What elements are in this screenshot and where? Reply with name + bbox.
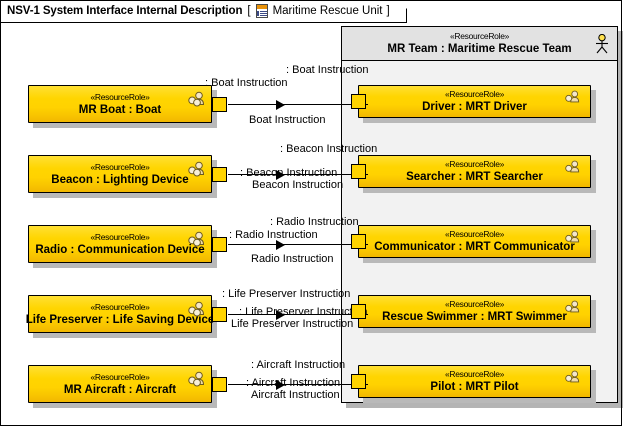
resource-role-icon <box>565 90 582 107</box>
port-beacon[interactable] <box>212 167 227 182</box>
part-beacon[interactable]: «ResourceRole» Beacon : Lighting Device <box>28 155 212 193</box>
connector-line-radio[interactable] <box>228 244 368 245</box>
part-stereotype: «ResourceRole» <box>90 161 150 172</box>
connector-label-aircraft-source: : Aircraft Instruction <box>246 377 341 389</box>
connector-arrow-aircraft <box>276 380 285 390</box>
port-pilot[interactable] <box>351 374 366 389</box>
part-name: Searcher : MRT Searcher <box>406 171 543 183</box>
resource-role-icon <box>188 371 205 388</box>
port-searcher[interactable] <box>351 164 366 179</box>
connector-label-life-preserver-name: Life Preserver Instruction <box>231 318 354 330</box>
resource-role-icon <box>565 230 582 247</box>
connector-arrow-radio <box>276 240 285 250</box>
port-life-preserver[interactable] <box>212 307 227 322</box>
resource-role-icon <box>188 301 205 318</box>
part-rescue-swimmer[interactable]: «ResourceRole» Rescue Swimmer : MRT Swim… <box>358 295 591 328</box>
report-document-icon <box>255 3 269 19</box>
connector-label-boat-target: : Boat Instruction <box>286 64 369 76</box>
part-name: Communicator : MRT Communicator <box>374 241 575 253</box>
part-stereotype: «ResourceRole» <box>90 301 150 312</box>
connector-label-radio-source: : Radio Instruction <box>229 229 318 241</box>
connector-label-radio-target: : Radio Instruction <box>270 216 359 228</box>
part-life-preserver[interactable]: «ResourceRole» Life Preserver : Life Sav… <box>25 295 215 333</box>
diagram-frame-header[interactable]: NSV-1 System Interface Internal Descript… <box>0 0 415 23</box>
team-container-header[interactable]: «ResourceRole» MR Team : Maritime Rescue… <box>341 26 618 61</box>
connector-label-radio-name: Radio Instruction <box>251 253 334 265</box>
connector-label-life-preserver-source: : Life Preserver Instruction <box>239 306 368 318</box>
connector-label-beacon-target: : Beacon Instruction <box>280 143 378 155</box>
port-radio[interactable] <box>212 237 227 252</box>
part-name: Life Preserver : Life Saving Device <box>25 313 215 326</box>
connector-arrow-beacon <box>276 170 285 180</box>
connector-label-beacon-name: Beacon Instruction <box>252 179 344 191</box>
part-stereotype: «ResourceRole» <box>444 369 505 379</box>
part-name: Pilot : MRT Pilot <box>430 381 519 393</box>
frame-subject: Maritime Rescue Unit <box>272 5 383 17</box>
resource-role-icon <box>565 370 582 387</box>
part-searcher[interactable]: «ResourceRole» Searcher : MRT Searcher <box>358 155 591 188</box>
part-name: MR Boat : Boat <box>78 103 162 116</box>
connector-arrow-life-preserver <box>276 310 285 320</box>
resource-role-icon <box>188 91 205 108</box>
part-name: Radio : Communication Device <box>35 243 205 256</box>
part-stereotype: «ResourceRole» <box>444 89 505 99</box>
port-driver[interactable] <box>351 94 366 109</box>
resource-role-icon <box>565 300 582 317</box>
team-name: MR Team : Maritime Rescue Team <box>387 43 572 55</box>
connector-label-boat-name: Boat Instruction <box>249 114 326 126</box>
connector-label-boat-source: : Boat Instruction <box>205 77 288 89</box>
connector-line-life-preserver[interactable] <box>228 314 368 315</box>
part-driver[interactable]: «ResourceRole» Driver : MRT Driver <box>358 85 591 118</box>
bracket-close: ] <box>386 5 390 17</box>
part-radio[interactable]: «ResourceRole» Radio : Communication Dev… <box>28 225 212 263</box>
part-name: Rescue Swimmer : MRT Swimmer <box>382 311 567 323</box>
connector-label-aircraft-target: : Aircraft Instruction <box>251 359 346 371</box>
connector-label-beacon-source: : Beacon Instruction <box>240 167 338 179</box>
connector-line-boat[interactable] <box>228 104 368 105</box>
part-stereotype: «ResourceRole» <box>444 299 505 309</box>
part-mr-aircraft[interactable]: «ResourceRole» MR Aircraft : Aircraft <box>28 365 212 403</box>
port-communicator[interactable] <box>351 234 366 249</box>
part-name: Driver : MRT Driver <box>422 101 527 113</box>
connector-line-aircraft[interactable] <box>228 384 368 385</box>
team-stereotype: «ResourceRole» <box>449 31 510 41</box>
bracket-open: [ <box>247 5 251 17</box>
part-name: MR Aircraft : Aircraft <box>63 383 177 396</box>
port-mr-boat[interactable] <box>212 97 227 112</box>
part-stereotype: «ResourceRole» <box>444 159 505 169</box>
connector-line-beacon[interactable] <box>228 174 368 175</box>
team-container[interactable] <box>341 26 618 403</box>
port-mr-aircraft[interactable] <box>212 377 227 392</box>
port-rescue-swimmer[interactable] <box>351 304 366 319</box>
part-stereotype: «ResourceRole» <box>90 91 150 102</box>
resource-role-icon <box>188 161 205 178</box>
resource-role-icon <box>565 160 582 177</box>
connector-label-aircraft-name: Aircraft Instruction <box>251 389 340 401</box>
part-name: Beacon : Lighting Device <box>51 173 189 186</box>
page-title: NSV-1 System Interface Internal Descript… <box>7 5 243 17</box>
part-communicator[interactable]: «ResourceRole» Communicator : MRT Commun… <box>358 225 591 258</box>
part-stereotype: «ResourceRole» <box>444 229 505 239</box>
connector-arrow-boat <box>276 100 285 110</box>
part-pilot[interactable]: «ResourceRole» Pilot : MRT Pilot <box>358 365 591 398</box>
resource-role-icon <box>188 231 205 248</box>
actor-stick-figure-icon <box>594 33 610 54</box>
part-stereotype: «ResourceRole» <box>90 231 150 242</box>
part-stereotype: «ResourceRole» <box>90 371 150 382</box>
connector-label-life-preserver-target: : Life Preserver Instruction <box>222 288 351 300</box>
part-mr-boat[interactable]: «ResourceRole» MR Boat : Boat <box>28 85 212 123</box>
